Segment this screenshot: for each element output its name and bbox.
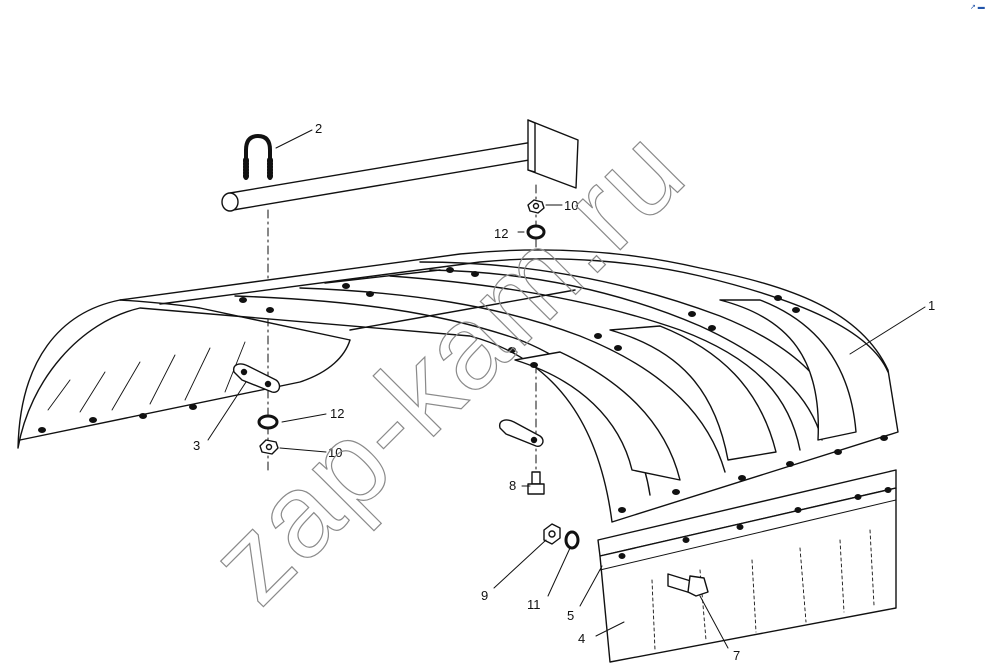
nut-10-bottom bbox=[259, 439, 279, 455]
callout-12-top: 12 bbox=[494, 226, 508, 241]
washer-12-bottom bbox=[257, 414, 279, 430]
callout-12-bottom: 12 bbox=[330, 406, 344, 421]
bracket-rod bbox=[221, 119, 579, 212]
washer-12-top bbox=[526, 224, 546, 240]
clamp-plate-right bbox=[499, 419, 544, 448]
bolt-8 bbox=[527, 471, 545, 495]
mudguard-body bbox=[17, 249, 899, 523]
mud-flap bbox=[597, 469, 897, 663]
clamp-plate-3 bbox=[233, 363, 281, 393]
callout-8: 8 bbox=[509, 478, 516, 493]
mudguard-holes bbox=[38, 267, 888, 513]
callout-10-bottom: 10 bbox=[328, 445, 342, 460]
washer-11 bbox=[564, 530, 580, 550]
u-bolt bbox=[243, 134, 273, 181]
nut-9 bbox=[543, 523, 561, 545]
callouts: 1 2 3 4 5 7 8 9 10 10 11 12 12 bbox=[193, 121, 935, 663]
callout-5: 5 bbox=[567, 608, 574, 623]
callout-9: 9 bbox=[481, 588, 488, 603]
callout-1: 1 bbox=[928, 298, 935, 313]
nut-10-top bbox=[527, 199, 545, 214]
callout-4: 4 bbox=[578, 631, 585, 646]
callout-7: 7 bbox=[733, 648, 740, 663]
callout-10-top: 10 bbox=[564, 198, 578, 213]
bolt-7 bbox=[667, 573, 709, 597]
leader-lines bbox=[207, 129, 926, 649]
callout-3: 3 bbox=[193, 438, 200, 453]
callout-11: 11 bbox=[527, 597, 541, 612]
callout-2: 2 bbox=[315, 121, 322, 136]
corner-mark: ↗ ▬ bbox=[970, 4, 985, 11]
